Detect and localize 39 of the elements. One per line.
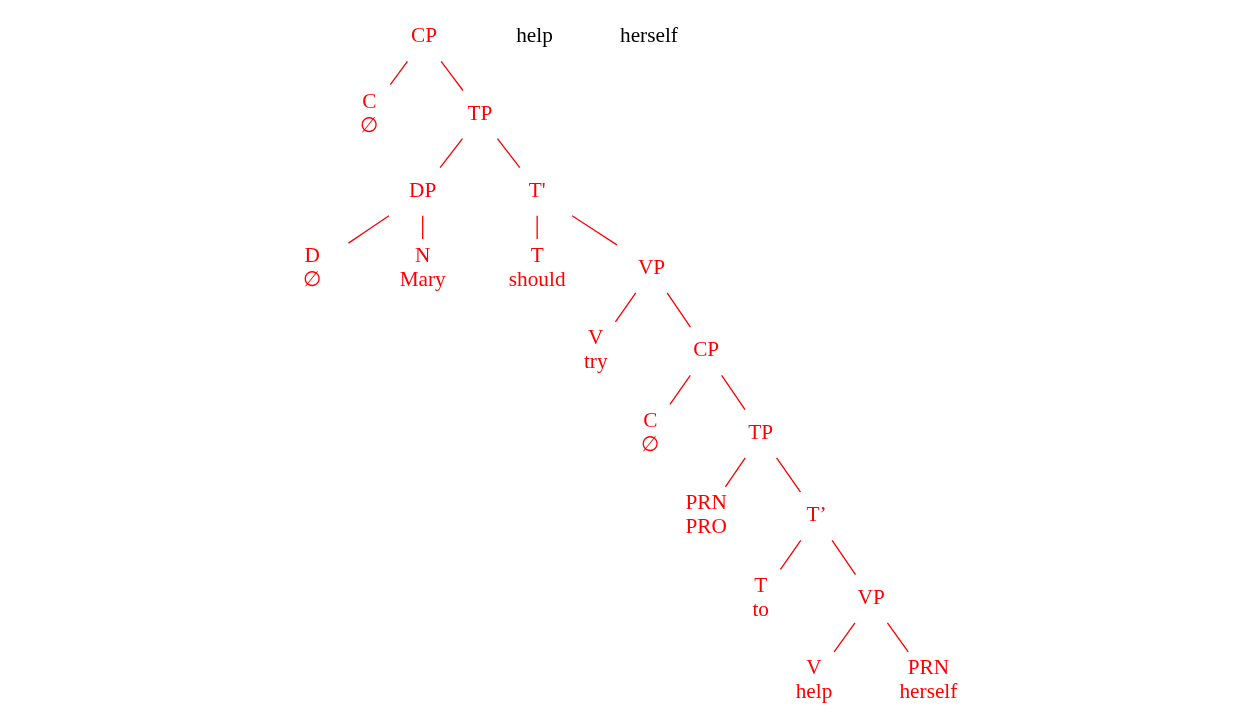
node-text: T should [508, 242, 566, 291]
connector [438, 137, 463, 169]
connector [389, 60, 408, 86]
connector [665, 292, 691, 328]
connector [570, 215, 618, 246]
node-text: V help [795, 655, 832, 704]
node-text: V try [583, 325, 608, 374]
connector [720, 374, 746, 411]
connector [832, 622, 856, 653]
node-text: VP [857, 584, 885, 609]
connector [886, 622, 909, 653]
node-text: CP [692, 337, 719, 362]
node-text: N Mary [399, 242, 446, 291]
connector [536, 215, 538, 240]
connector [439, 60, 464, 92]
node-text: T’ [806, 502, 827, 527]
connector [347, 215, 390, 244]
connector [421, 215, 423, 240]
connector [779, 539, 801, 571]
node-text: T to [751, 572, 769, 621]
connector [724, 457, 746, 488]
connector [668, 374, 691, 406]
node-text: VP [637, 254, 665, 279]
node-text: C ∅ [640, 407, 659, 456]
connector [496, 137, 520, 169]
node-text: D ∅ [302, 242, 321, 291]
label: herself [619, 23, 678, 48]
node-text: PRN PRO [684, 490, 727, 539]
node-text: TP [747, 419, 773, 444]
connector [775, 457, 801, 493]
node-text: CP [410, 23, 437, 48]
node-text: TP [467, 100, 492, 125]
connector [614, 292, 636, 323]
connector [830, 539, 856, 576]
label: help [515, 23, 553, 48]
node-text: T' [528, 177, 546, 202]
node-text: DP [408, 177, 436, 202]
node-text: PRN herself [898, 655, 957, 704]
node-text: C ∅ [359, 88, 378, 137]
